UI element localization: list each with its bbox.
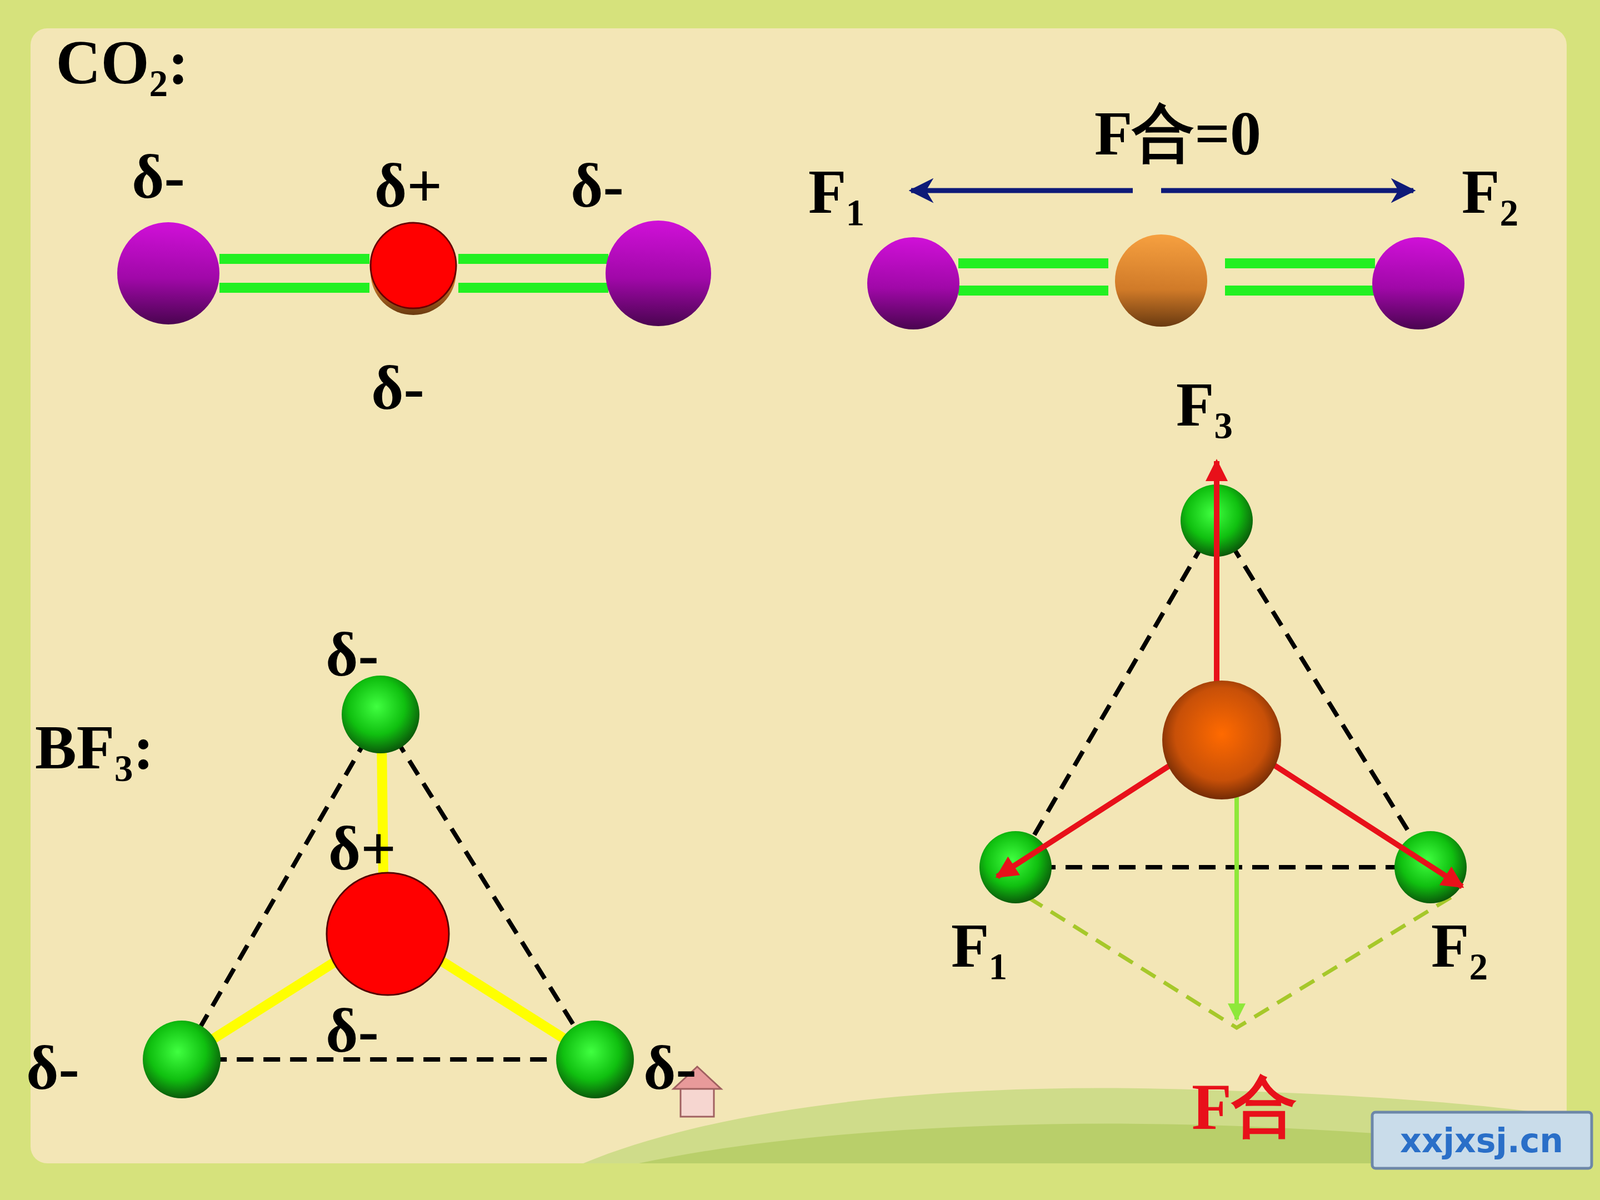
partial-charge: δ- [371,356,424,419]
force-label: F₂ [1431,914,1488,977]
partial-charge: δ- [131,145,185,208]
partial-charge: δ- [325,999,379,1062]
force-label: F₁ [808,160,865,223]
watermark-box [1372,1112,1592,1169]
net-force-label: F合=0 [1094,102,1262,165]
force-label: F₁ [951,914,1008,977]
partial-charge: δ- [570,154,624,217]
watermark: xxjxsj.cn [1400,1123,1564,1158]
partial-charge: δ+ [328,817,397,880]
molecule-name: CO₂: [56,31,189,94]
hill [583,1088,1567,1164]
force-label: F₃ [1176,373,1233,436]
molecule-name: BF₃: [35,716,154,779]
panel [30,28,1567,1164]
co2-molecule [117,220,712,327]
bf3-force-model [979,461,1467,1028]
co2-force-model [867,190,1465,330]
partial-charge: δ- [26,1036,79,1099]
net-force-label: F合 [1191,1074,1298,1140]
partial-charge: δ- [325,623,379,686]
force-label: F₂ [1461,160,1519,223]
partial-charge: δ- [643,1036,697,1099]
partial-charge: δ+ [374,154,443,217]
bf3-molecule [142,675,634,1099]
